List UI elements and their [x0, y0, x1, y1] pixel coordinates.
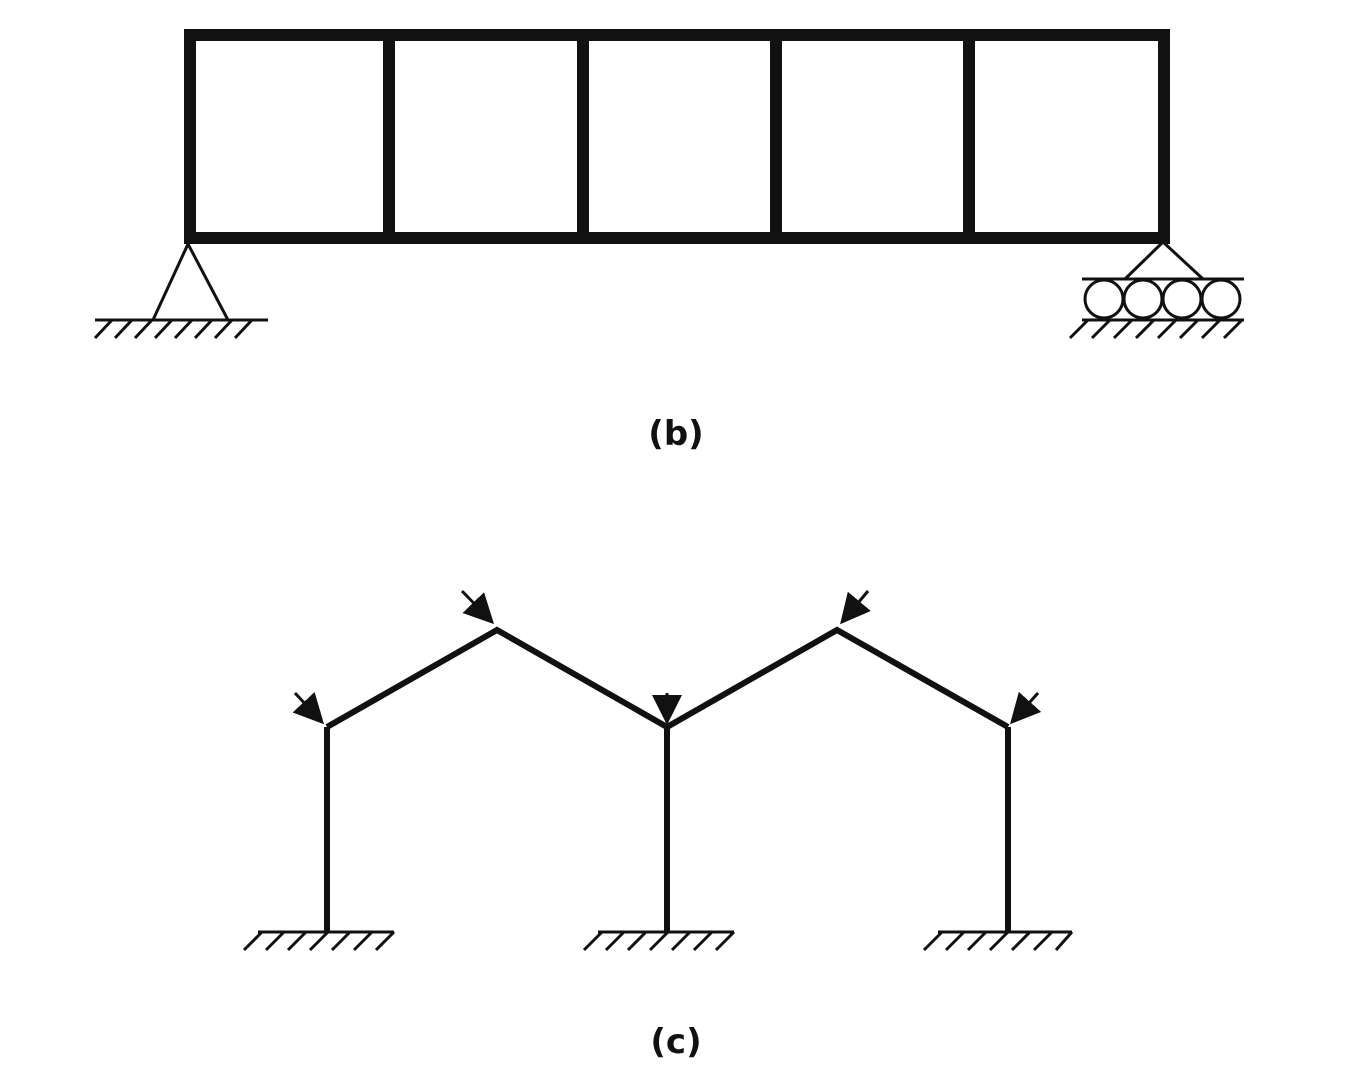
frame-members — [184, 29, 1170, 244]
fixed-support-left — [242, 930, 396, 952]
fixed-support-right — [922, 930, 1074, 952]
roller-support — [1068, 239, 1244, 340]
pin-support — [93, 240, 268, 340]
figure-c — [242, 589, 1074, 952]
figure-b — [93, 29, 1244, 340]
load-arrow-icon — [460, 589, 495, 625]
load-arrows — [292, 589, 1042, 725]
gable-frame-members — [324, 626, 1011, 932]
frame-outline — [184, 29, 1170, 244]
load-arrow-icon — [840, 590, 871, 625]
figure-b-caption: (b) — [648, 414, 704, 454]
load-arrow-icon — [292, 691, 325, 725]
fixed-support-middle — [582, 930, 736, 952]
figure-c-caption: (c) — [650, 1022, 702, 1062]
load-arrow-icon — [1009, 691, 1042, 725]
